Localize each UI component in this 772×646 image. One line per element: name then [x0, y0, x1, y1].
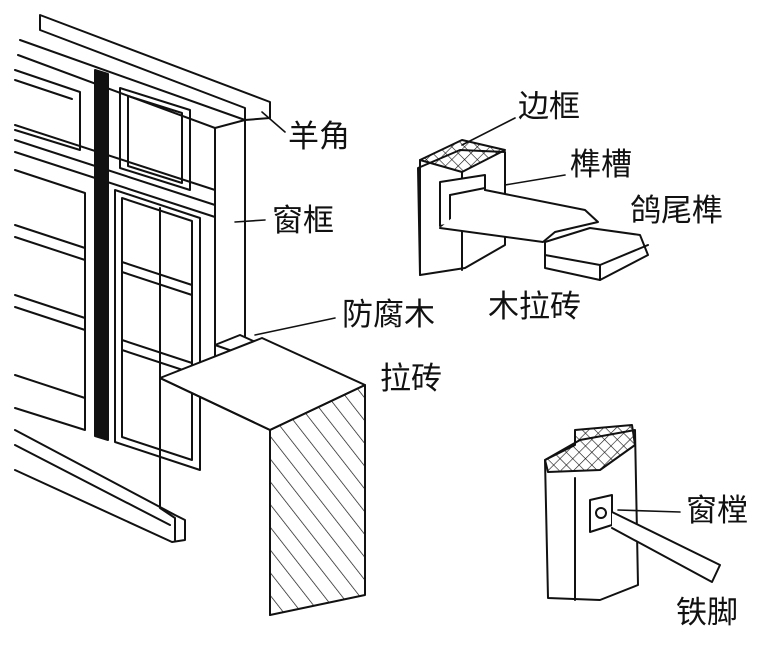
label-biankuang: 边框: [518, 89, 580, 125]
label-chuangkuang: 窗框: [272, 203, 334, 239]
label-fangfumu: 防腐木: [342, 297, 435, 333]
label-geweisun: 鸽尾榫: [630, 193, 723, 229]
window-frame: [14, 14, 271, 543]
label-chuangtang: 窗樘: [686, 493, 748, 529]
label-suncao: 榫槽: [570, 147, 632, 183]
label-mulazhuan: 木拉砖: [488, 289, 581, 325]
dovetail-detail: [417, 139, 649, 281]
label-tiejiao: 铁脚: [676, 595, 738, 631]
iron-foot-detail: [544, 424, 721, 601]
label-lazhuan: 拉砖: [380, 361, 442, 397]
brick-wall: [159, 337, 366, 616]
leader-lines: [234, 111, 681, 513]
label-yangjiao: 羊角: [288, 119, 350, 155]
